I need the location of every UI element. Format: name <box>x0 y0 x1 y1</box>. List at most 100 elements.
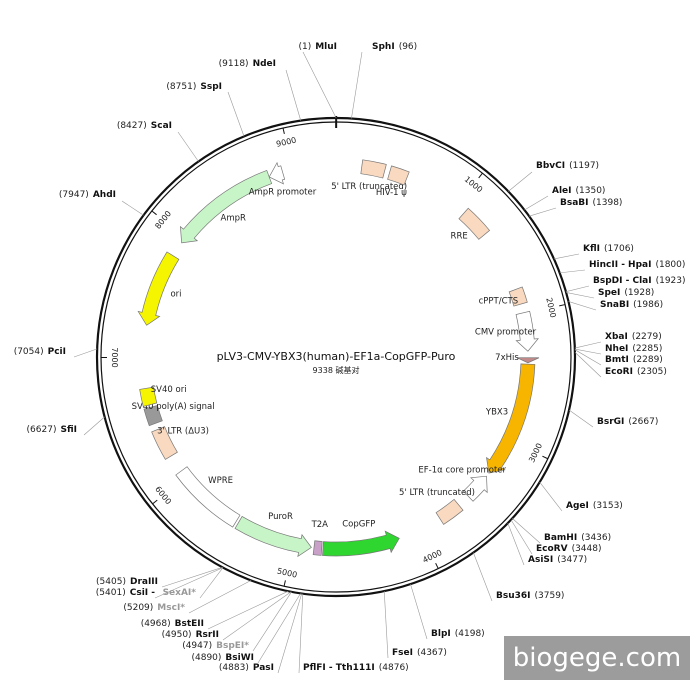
restriction-site: RsrII(4950) <box>162 630 219 640</box>
tick-mark <box>282 127 285 135</box>
feature-16 <box>137 251 180 326</box>
site-leader <box>510 519 533 555</box>
site-position: (4198) <box>455 629 485 639</box>
restriction-site: Bsu36I(3759) <box>496 591 564 601</box>
feature-label: 5' LTR (truncated) <box>331 182 407 192</box>
tick-mark <box>478 172 483 179</box>
restriction-site: SfiI(6627) <box>27 425 77 435</box>
site-name: PflFI - Tth111I <box>303 663 375 673</box>
feature-label: cPPT/CTS <box>479 296 519 306</box>
site-position: (1) <box>298 42 311 52</box>
site-position: (2305) <box>637 367 667 377</box>
feature-9 <box>322 530 400 557</box>
site-name: SnaBI <box>600 300 629 310</box>
site-position: (3448) <box>572 544 602 554</box>
feature-label: 7xHis <box>495 353 519 363</box>
site-leader <box>161 567 223 588</box>
restriction-site: PciI(7054) <box>14 347 66 357</box>
restriction-site: CsiI -(5401) <box>96 588 155 598</box>
restriction-site: PasI(4883) <box>219 663 274 673</box>
site-leader <box>121 200 144 216</box>
restriction-site: PflFI - Tth111I(4876) <box>303 663 409 673</box>
site-leader <box>351 51 363 119</box>
feature-14 <box>143 404 163 427</box>
site-position: (2279) <box>632 332 662 342</box>
site-leader <box>568 409 594 428</box>
site-leader <box>524 195 549 211</box>
site-position: (4947) <box>182 641 212 651</box>
restriction-site: BsiWI(4890) <box>191 653 254 663</box>
site-name: ScaI <box>151 121 172 131</box>
restriction-site: BbvCI(1197) <box>536 161 599 171</box>
site-leader <box>574 352 602 378</box>
restriction-site: AhdI (7947) <box>59 190 116 200</box>
feature-15 <box>139 386 158 407</box>
site-position: (9118) <box>219 59 249 69</box>
tick-label: 7000 <box>110 347 119 367</box>
site-position: (5401) <box>96 588 126 598</box>
site-position: (1350) <box>576 186 606 196</box>
feature-4 <box>515 310 539 352</box>
site-leader <box>574 341 602 349</box>
tick-label: 5000 <box>276 566 298 579</box>
restriction-site: AsiSI(3477) <box>528 555 587 565</box>
feature-label: SV40 ori <box>151 385 187 395</box>
site-position: (7947) <box>59 190 89 200</box>
feature-label: EF-1α core promoter <box>418 465 506 475</box>
watermark: biogege.com <box>504 636 690 680</box>
restriction-site: KflI(1706) <box>583 244 634 254</box>
site-leader <box>574 349 602 366</box>
restriction-site: EcoRI(2305) <box>605 367 667 377</box>
restriction-site: SphI(96) <box>372 42 417 52</box>
feature-11 <box>234 515 312 558</box>
feature-label: AmpR <box>221 213 246 223</box>
site-position: (3153) <box>593 501 623 511</box>
tick-label: 2000 <box>544 297 557 319</box>
feature-12 <box>175 466 241 528</box>
site-leader <box>410 584 428 640</box>
feature-label: CopGFP <box>342 519 375 529</box>
restriction-site: BspEI*(4947) <box>182 641 249 651</box>
site-name: BsrGI <box>597 417 624 427</box>
tick-mark <box>542 455 549 460</box>
restriction-site: AgeI(3153) <box>566 501 623 511</box>
site-leader <box>298 593 304 674</box>
restriction-site: MscI*(5209) <box>123 603 185 613</box>
site-position: (1197) <box>569 161 599 171</box>
restriction-site: HincII - HpaI(1800) <box>589 260 685 270</box>
site-position: (4890) <box>191 653 221 663</box>
restriction-site: NdeI(9118) <box>219 59 276 69</box>
site-name: BsaBI <box>560 198 589 208</box>
site-name: NheI <box>605 344 628 354</box>
tick-label: 1000 <box>463 175 485 195</box>
site-leader <box>227 91 245 137</box>
feature-label: HIV-1 ψ <box>376 188 407 198</box>
feature-2 <box>458 207 491 240</box>
site-position: (2285) <box>632 344 662 354</box>
site-leader <box>574 348 602 355</box>
plasmid-name: pLV3-CMV-YBX3(human)-EF1a-CopGFP-Puro <box>217 350 456 363</box>
feature-label: ori <box>170 290 181 300</box>
tick-label: 3000 <box>527 442 544 464</box>
site-leader <box>257 593 301 664</box>
feature-label: CMV promoter <box>475 328 537 338</box>
site-position: (1706) <box>604 244 634 254</box>
feature-label: RRE <box>451 231 468 241</box>
site-name: AhdI <box>93 190 116 200</box>
site-position: (4950) <box>162 630 192 640</box>
site-name: AleI <box>552 186 572 196</box>
restriction-site: XbaI(2279) <box>605 332 662 342</box>
site-name: FseI <box>392 648 413 658</box>
site-position: (4367) <box>417 648 447 658</box>
site-leader <box>188 580 252 614</box>
restriction-site: SexAI* <box>163 588 197 598</box>
site-name: PciI <box>48 347 66 357</box>
site-leader <box>508 171 533 192</box>
site-leader <box>568 301 597 311</box>
feature-layer: 5' LTR (truncated)HIV-1 ψ RRE cPPT/CTS CMV … <box>132 159 540 558</box>
site-name: SphI <box>372 42 395 52</box>
site-leader <box>565 285 590 292</box>
restriction-site: NheI (2285) <box>605 344 662 354</box>
site-position: (1923) <box>656 276 686 286</box>
site-name: MscI* <box>157 603 185 613</box>
